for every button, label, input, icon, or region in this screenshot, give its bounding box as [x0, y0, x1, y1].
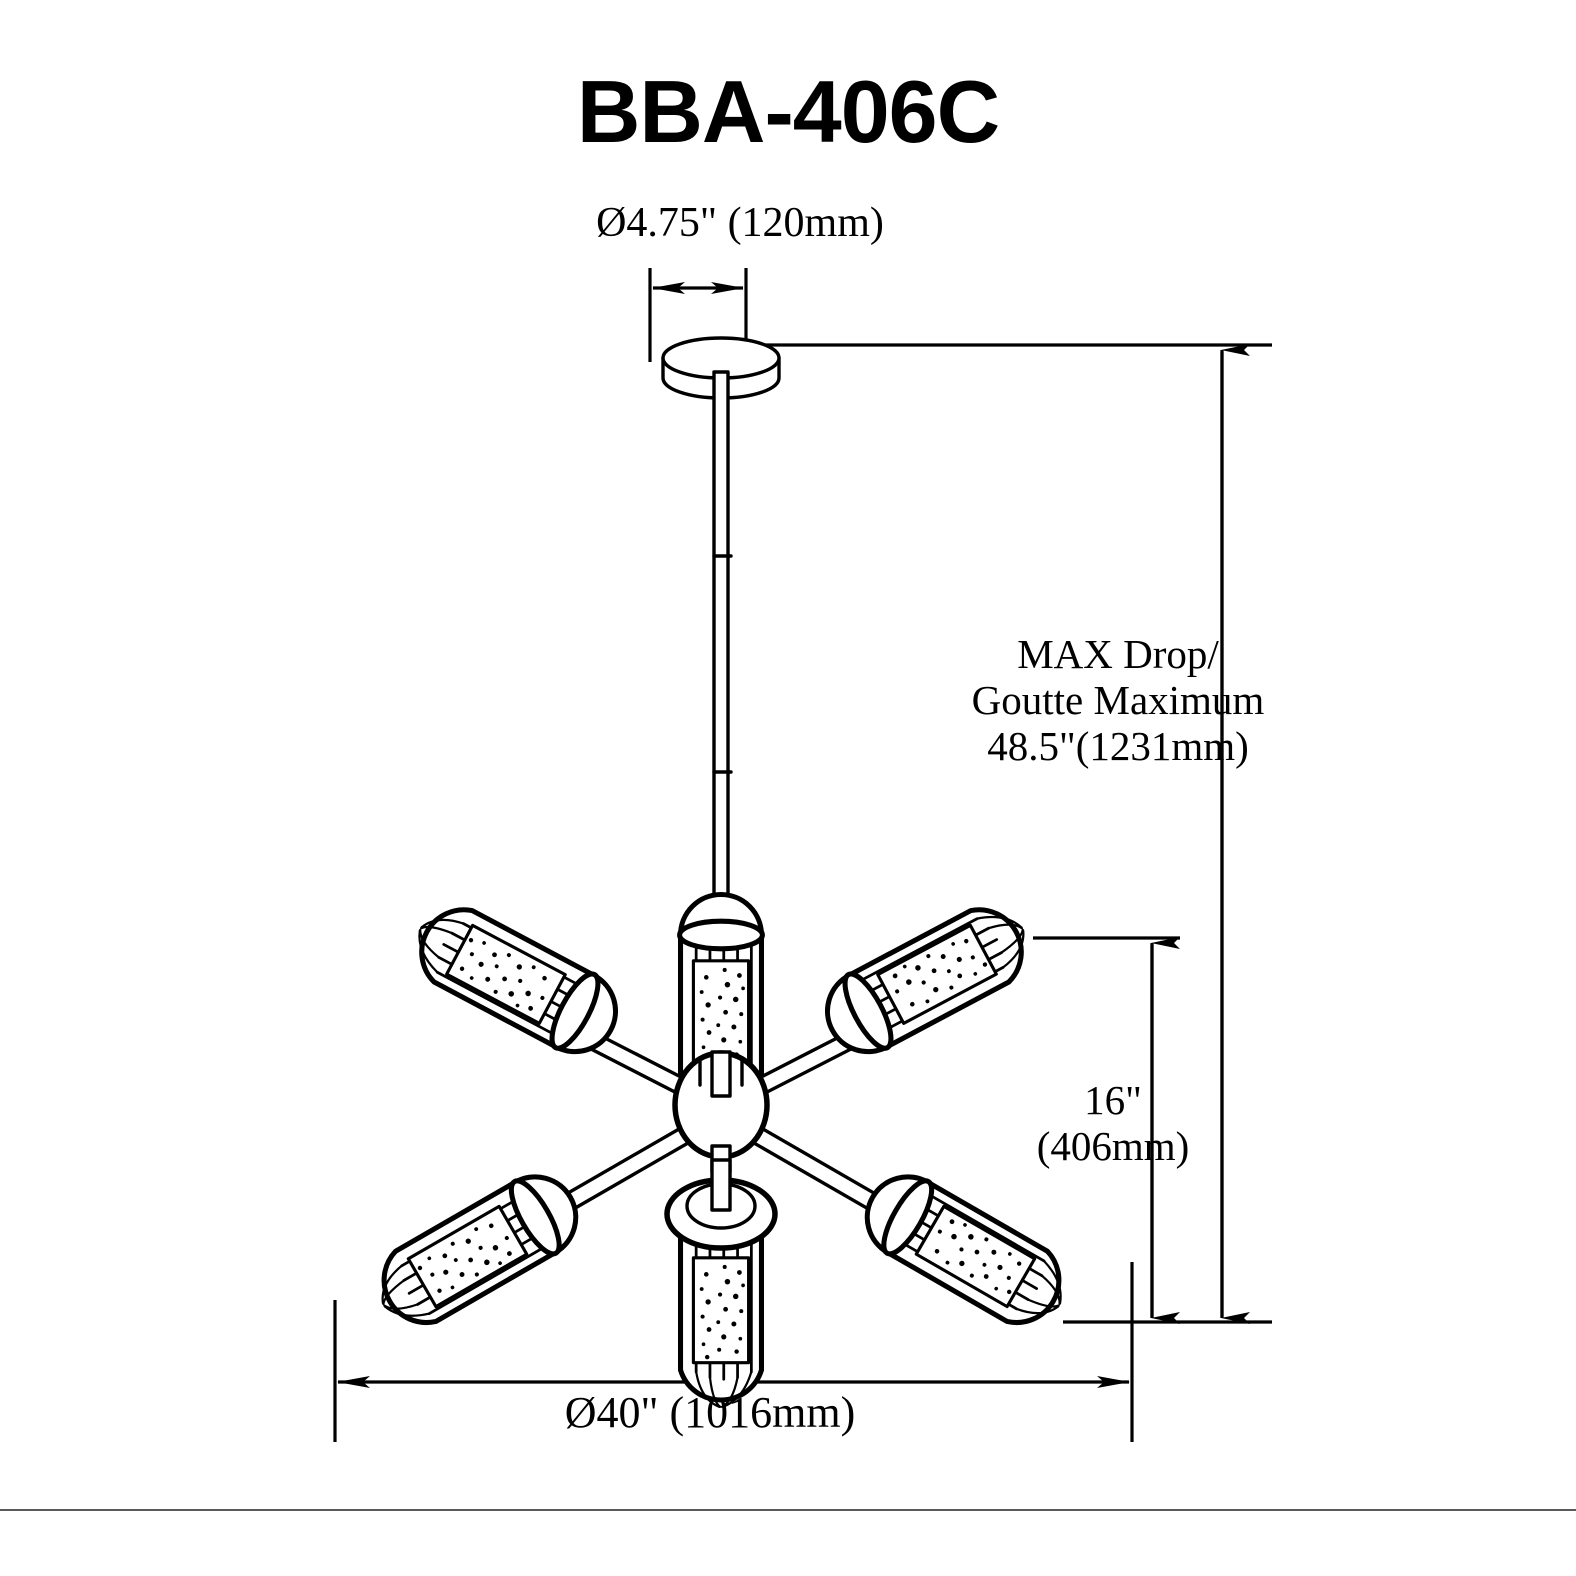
max-drop-line-2: Goutte Maximum	[971, 676, 1265, 723]
footer-rule	[0, 1509, 1576, 1511]
max-drop-line-3: 48.5"(1231mm)	[987, 722, 1249, 769]
page-title: BBA-406C	[576, 62, 1000, 161]
shade-bottom-vertical	[664, 1158, 778, 1407]
shade-upper-right	[813, 892, 1042, 1066]
fixture-height-line-2: (406mm)	[1036, 1122, 1190, 1169]
fixture-height-line-1: 16"	[1084, 1077, 1142, 1123]
bottom-socket-cap	[664, 1158, 778, 1251]
shade-lower-left	[363, 1161, 591, 1340]
canopy-diameter-label: Ø4.75" (120mm)	[596, 200, 884, 246]
max-drop-line-1: MAX Drop/	[1017, 631, 1219, 677]
fixture-height-label: 16" (406mm)	[1008, 1077, 1218, 1170]
center-hub	[672, 1050, 770, 1174]
shade-lower-right	[852, 1161, 1080, 1340]
max-drop-label: MAX Drop/ Goutte Maximum 48.5"(1231mm)	[918, 631, 1318, 770]
shade-upper-left	[401, 892, 630, 1066]
